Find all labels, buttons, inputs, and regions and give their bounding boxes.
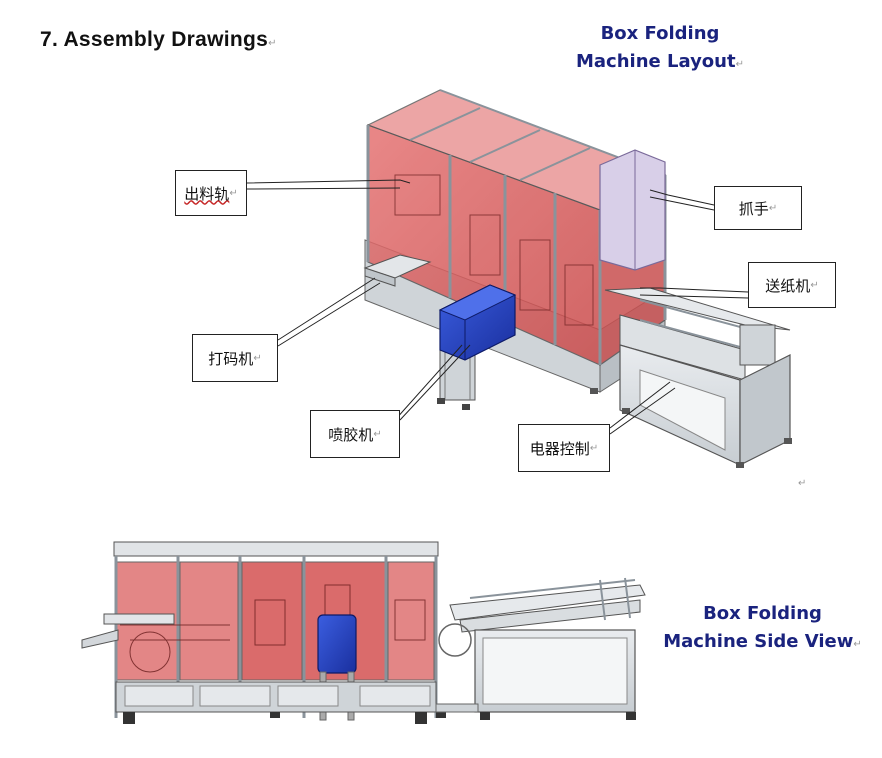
label-coder-text: 打码机 (208, 349, 254, 368)
label-outfeed-rail-text: 出料轨 (184, 184, 230, 203)
label-glue-sprayer-text: 喷胶机 (328, 425, 374, 444)
layout-caption: Box Folding Machine Layout↵ (560, 20, 760, 79)
section-heading-text: 7. Assembly Drawings (40, 28, 269, 51)
paragraph-mark: ↵ (735, 59, 744, 70)
side-caption-line2: Machine Side View↵ (655, 628, 870, 659)
label-paper-feeder-text: 送纸机 (765, 276, 811, 295)
label-outfeed-rail: 出料轨↵ (175, 170, 247, 216)
side-view-caption: Box Folding Machine Side View↵ (655, 600, 870, 659)
label-electric-control-text: 电器控制 (529, 439, 590, 458)
paragraph-mark: ↵ (589, 442, 599, 454)
paragraph-mark-standalone: ↵ (798, 478, 807, 489)
layout-caption-line2-text: Machine Layout (576, 51, 736, 72)
side-view-drawing (81, 541, 646, 724)
isometric-layout-drawing (245, 89, 792, 468)
paragraph-mark: ↵ (853, 639, 862, 650)
paragraph-mark: ↵ (253, 352, 262, 364)
label-glue-sprayer: 喷胶机↵ (310, 410, 400, 458)
layout-caption-line2: Machine Layout↵ (560, 48, 760, 79)
paragraph-mark: ↵ (768, 202, 778, 214)
label-gripper: 抓手↵ (714, 186, 802, 230)
paragraph-mark: ↵ (810, 279, 819, 291)
label-paper-feeder: 送纸机↵ (748, 262, 836, 308)
paragraph-mark: ↵ (229, 187, 238, 199)
section-heading: 7. Assembly Drawings↵ (40, 28, 277, 52)
side-caption-line1: Box Folding (703, 603, 822, 624)
paragraph-mark: ↵ (268, 38, 277, 49)
side-caption-line2-text: Machine Side View (663, 631, 854, 652)
label-gripper-text: 抓手 (738, 199, 769, 218)
label-electric-control: 电器控制↵ (518, 424, 610, 472)
paragraph-mark: ↵ (373, 428, 382, 440)
label-coder: 打码机↵ (192, 334, 278, 382)
layout-caption-line1: Box Folding (600, 23, 720, 44)
